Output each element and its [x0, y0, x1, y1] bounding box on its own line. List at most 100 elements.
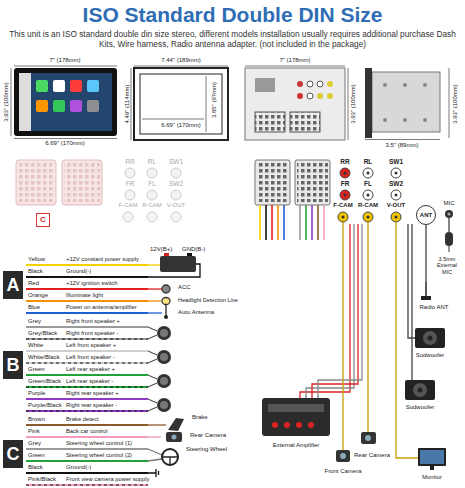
label: Sudwoofer — [406, 404, 435, 411]
label: Right front speaker - — [66, 330, 119, 337]
node-text: C — [40, 216, 46, 224]
wire — [26, 436, 148, 438]
section-badge: B — [3, 351, 23, 379]
wire — [26, 338, 148, 340]
front-view — [14, 68, 117, 136]
label: +12V constant power supply — [66, 256, 139, 263]
label: Auto Antenna — [178, 309, 214, 316]
label: Monitor — [422, 474, 442, 481]
label: V-OUT — [167, 202, 185, 209]
label: White — [28, 342, 43, 349]
label: 7.44" (189mm) — [161, 57, 200, 64]
wire — [26, 288, 148, 290]
label: 6.69" (170mm) — [161, 122, 200, 129]
label: Green/Black — [28, 378, 61, 385]
label: 7" (178mm) — [49, 57, 80, 64]
label: Power on antenna/amplifier — [66, 304, 137, 311]
label: Back car control — [66, 428, 108, 435]
wire — [26, 398, 148, 400]
label: Black — [28, 268, 43, 275]
label: 3.5mm External MIC — [432, 256, 462, 275]
label: Green — [28, 452, 45, 459]
dimension-label: 3.93" (100mm) — [3, 82, 10, 121]
label: SW2 — [389, 180, 403, 187]
wire-stripe — [26, 410, 148, 411]
label: Right front speaker + — [66, 318, 120, 325]
wire — [26, 484, 148, 486]
side-view — [365, 68, 440, 138]
label: Green — [28, 366, 45, 373]
rear-view — [245, 68, 345, 140]
dimension-lines — [11, 66, 449, 140]
label: 12V(B+) — [150, 246, 172, 253]
label: External Amplifier — [273, 442, 320, 449]
label: V-OUT — [387, 202, 405, 209]
label: White/Black — [28, 354, 60, 361]
label: Left front speaker + — [66, 342, 116, 349]
label: 6.69" (170mm) — [45, 140, 84, 147]
label: RL — [364, 158, 373, 165]
label: Orange — [28, 292, 48, 299]
label: Yellow — [28, 256, 45, 263]
label: Grey — [28, 440, 41, 447]
wire-stripe — [26, 362, 148, 363]
wire — [26, 410, 148, 412]
wire-stripe — [26, 484, 148, 485]
label: Headlight Detection Line — [178, 297, 238, 303]
label: 3.5" (89mm) — [386, 142, 419, 149]
device-icons — [262, 232, 453, 470]
wire — [26, 326, 148, 328]
label: Illuminate light — [66, 292, 103, 299]
wire — [26, 386, 148, 388]
label: RL — [148, 158, 156, 165]
section-badge: C — [3, 440, 23, 468]
node-text: ANT — [420, 212, 432, 218]
wire — [26, 472, 148, 474]
caption-text: This unit is an ISO standard double din … — [8, 30, 457, 49]
wire — [26, 312, 148, 314]
node-text: C — [7, 445, 20, 463]
label: Ground(-) — [66, 268, 91, 275]
label: FL — [148, 180, 156, 187]
label: RR — [125, 158, 134, 165]
label: Front Camera — [324, 468, 361, 475]
frame-view — [134, 68, 228, 140]
dimension-label: 3.93" (100mm) — [350, 84, 357, 123]
node-text: A — [7, 276, 20, 294]
wire — [26, 300, 148, 302]
label: Left rear speaker - — [66, 378, 113, 385]
wire — [26, 264, 148, 266]
label: +12V ignition switch — [66, 280, 117, 287]
label: Black — [28, 464, 43, 471]
label: R-CAM — [142, 202, 162, 209]
wire-stripe — [26, 338, 148, 339]
label: Blue — [28, 304, 40, 311]
label: MIC — [444, 200, 455, 207]
label: Left front speaker - — [66, 354, 115, 361]
label: FL — [364, 180, 372, 187]
label: Pink/Black — [28, 476, 56, 483]
label: Pink — [28, 428, 40, 435]
label: FR — [341, 180, 350, 187]
label: Rear Camera — [190, 432, 226, 439]
label: Right rear speaker - — [66, 402, 117, 409]
wire — [26, 448, 148, 450]
label: Radio ANT — [419, 304, 448, 311]
label: Grey — [28, 318, 41, 325]
label: Brake — [192, 414, 208, 421]
label: 7" (178mm) — [279, 57, 310, 64]
wire — [26, 374, 148, 376]
label: SW1 — [169, 158, 183, 165]
label: Rear Camera — [354, 452, 390, 459]
label: Grey/Black — [28, 330, 57, 337]
label: Right rear speaker + — [66, 390, 119, 397]
label: Brown — [28, 416, 45, 423]
node-text: B — [7, 356, 20, 374]
label: GND(B-) — [182, 246, 205, 253]
wire — [26, 350, 148, 352]
label: Ground(-) — [66, 464, 91, 471]
label: Steering wheel control (2) — [66, 452, 132, 459]
